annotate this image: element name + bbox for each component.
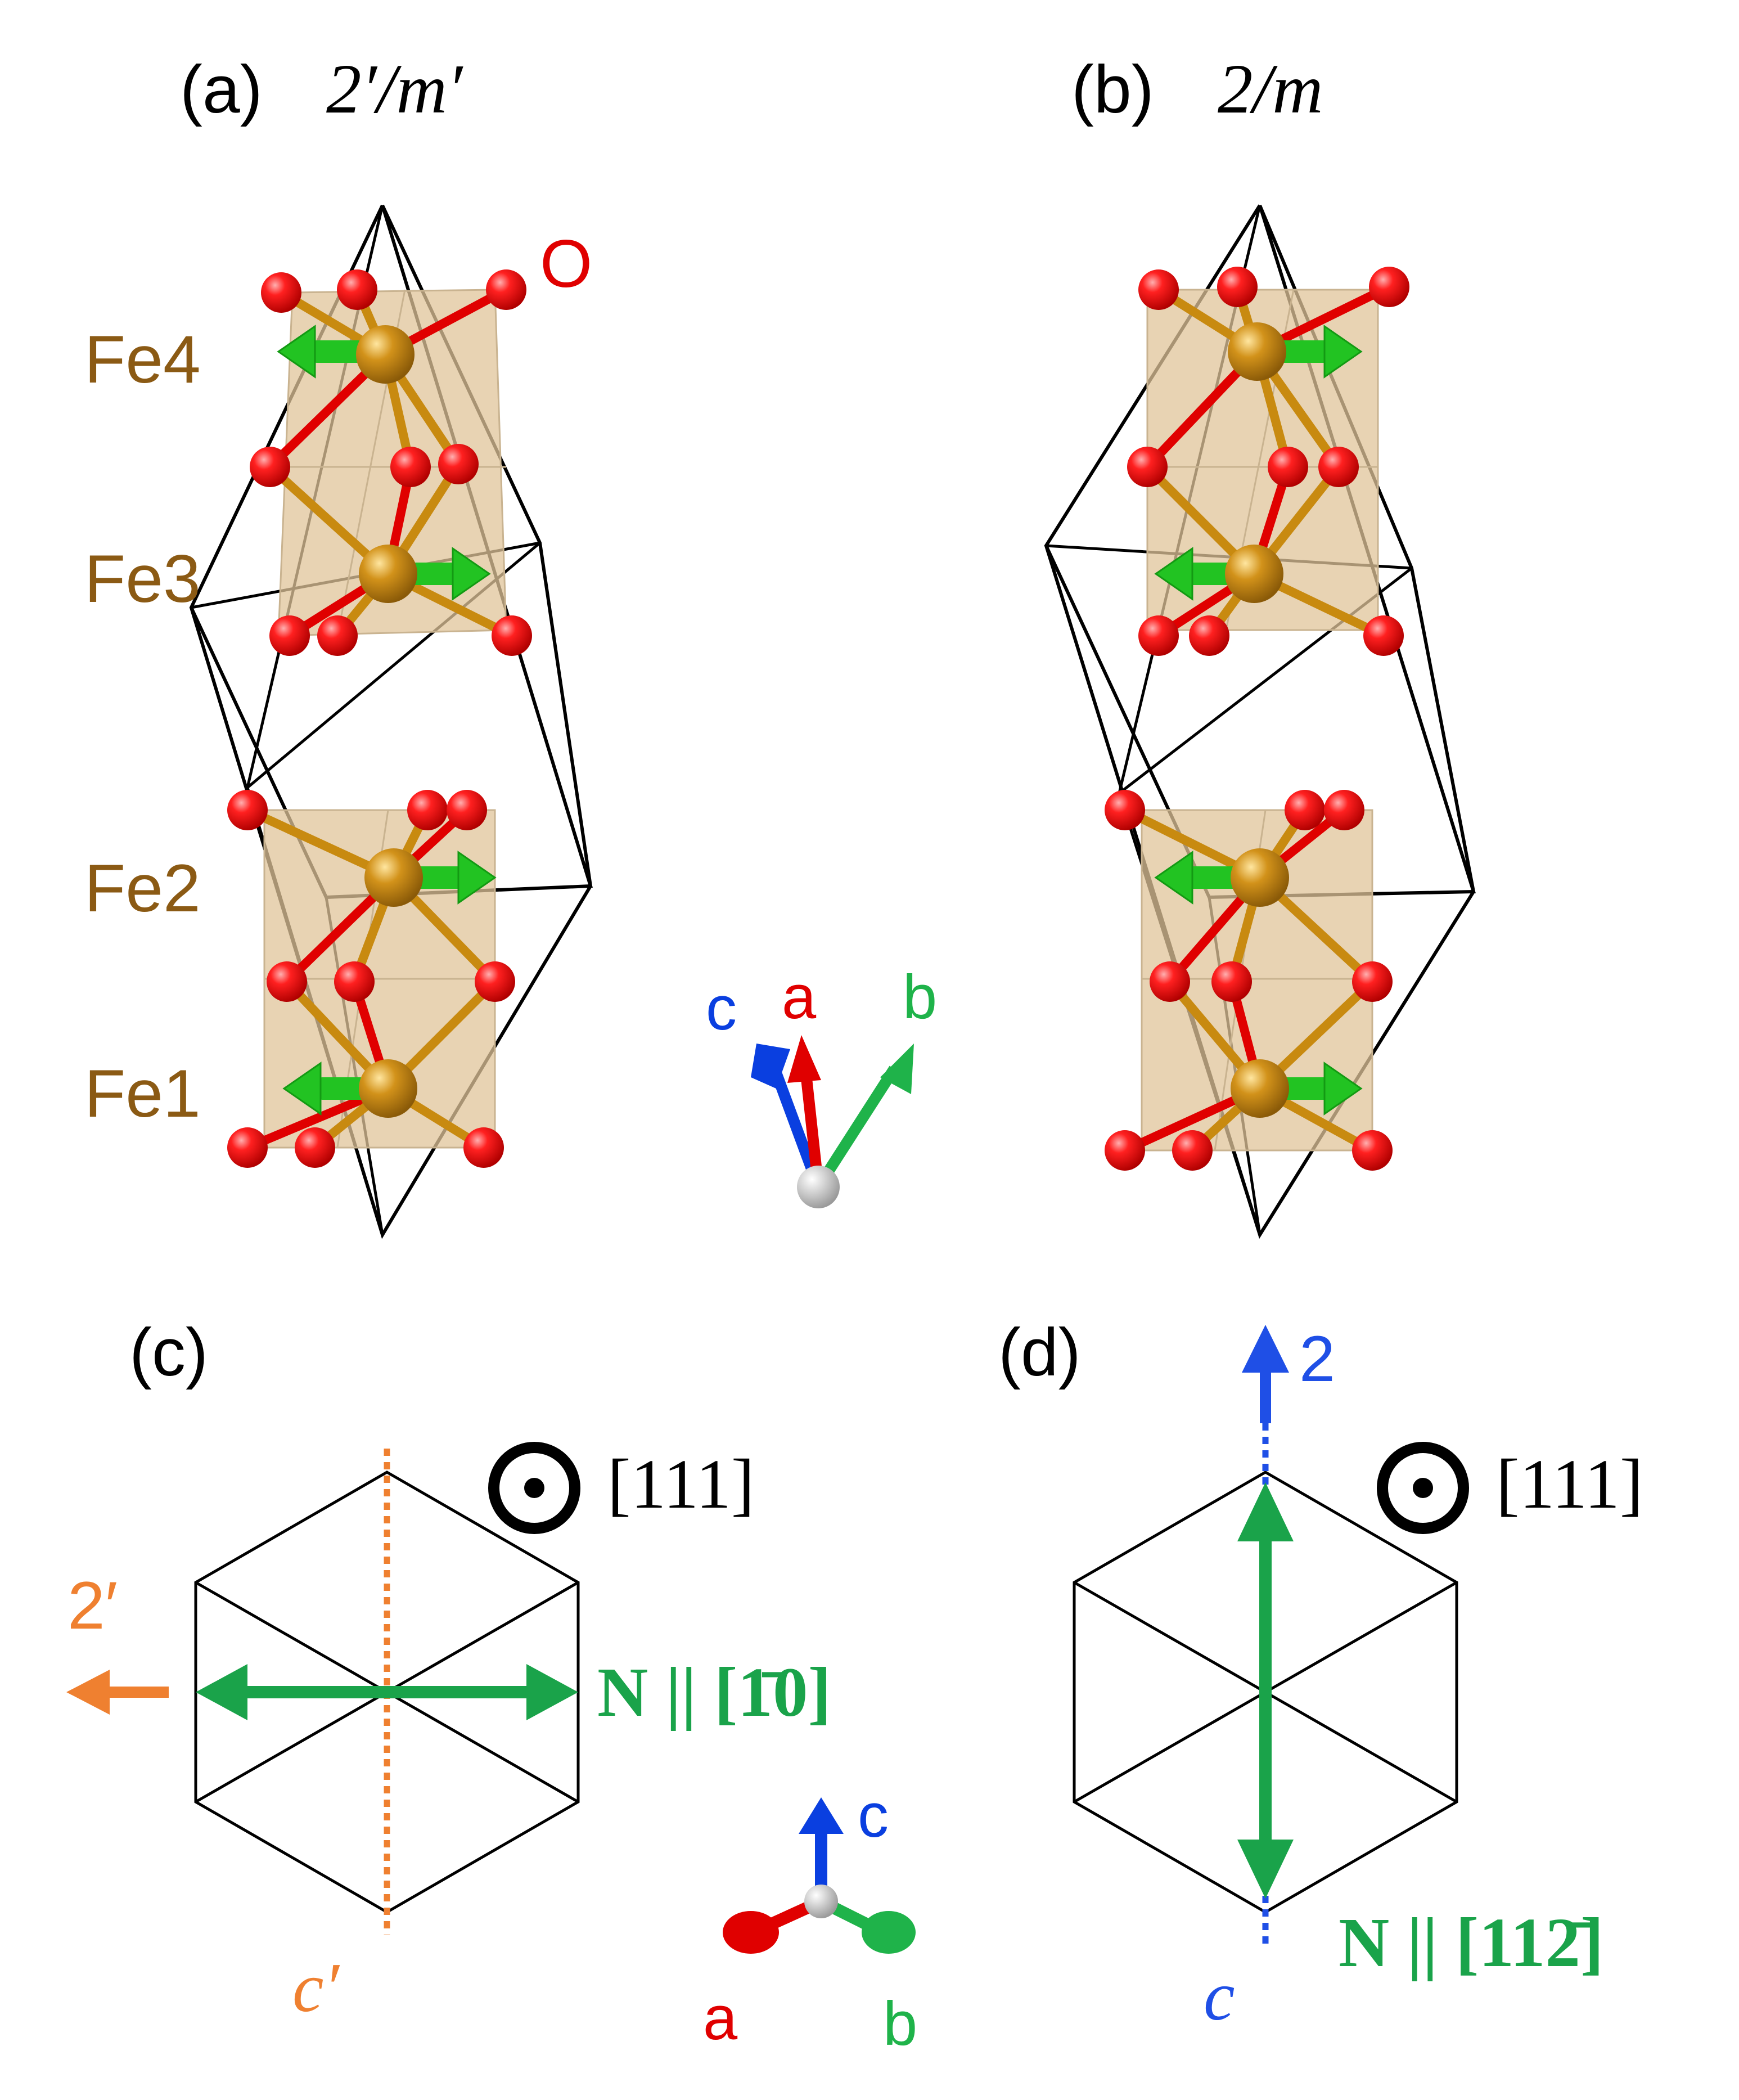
fe1-atom (359, 1059, 417, 1118)
axes-3d: c a b (706, 963, 937, 1208)
twofold-arrow-d (1242, 1325, 1289, 1423)
twofold-label-c: 2′ (67, 1568, 118, 1643)
iron-atoms-b (1225, 322, 1289, 1118)
mirror-label-c: c′ (292, 1949, 340, 2027)
panel-d: (d) [111] 2 c N || [112̄] (998, 1315, 1643, 2035)
panel-c: (c) [111] 2′ c′ N || [1̄0] (66, 1315, 831, 2027)
oxygen-atoms-b (1105, 267, 1409, 1171)
out-of-plane-dot-icon (488, 1442, 580, 1534)
axis-b-label: b (903, 963, 937, 1032)
n-label-c: N || [1̄0] (597, 1654, 831, 1732)
fe4-atom (356, 325, 415, 384)
fe1-label: Fe1 (84, 1056, 201, 1131)
triad-b-label: b (883, 1989, 917, 2058)
triad-a-label: a (703, 1984, 738, 2053)
iron-atoms-a (356, 325, 423, 1118)
axis-a-label: a (782, 963, 817, 1032)
panel-c-tag: (c) (129, 1315, 208, 1390)
panel-a-point-group: 2′/m′ (326, 51, 463, 128)
twofold-axis-c (66, 1670, 169, 1715)
hexagon-d (1073, 1471, 1458, 1914)
fe3-label: Fe3 (84, 541, 201, 617)
panel-b: (b) 2/m (1044, 51, 1476, 1239)
magnetic-moments-b (1154, 325, 1363, 1116)
n-label-d: N || [112̄] (1339, 1904, 1604, 1982)
fe3-atom (359, 545, 417, 603)
twofold-label-d: 2 (1299, 1323, 1335, 1395)
magnetic-moments-a (277, 325, 497, 1116)
view-direction-d (1377, 1442, 1469, 1534)
n-vector-c (196, 1664, 578, 1720)
panel-b-point-group: 2/m (1218, 51, 1323, 128)
view-direction-label-d: [111] (1496, 1446, 1643, 1523)
out-of-plane-dot-icon (1377, 1442, 1469, 1534)
n-vector-d (1237, 1482, 1294, 1899)
oxygen-atoms-a (227, 269, 532, 1168)
panel-b-tag: (b) (1071, 52, 1154, 127)
axis-c-label: c (706, 974, 737, 1043)
fe2-label: Fe2 (84, 851, 201, 926)
fe2-atom (364, 848, 423, 907)
oxygen-label: O (540, 226, 592, 302)
panel-d-tag: (d) (998, 1315, 1081, 1390)
panel-a-tag: (a) (180, 52, 263, 127)
mirror-label-d: c (1204, 1958, 1235, 2035)
fe4-label: Fe4 (84, 322, 201, 397)
triad-c-label: c (858, 1781, 889, 1850)
panel-a: (a) 2′/m′ (84, 51, 593, 1239)
axes-triad: c a b (703, 1781, 917, 2058)
view-direction-label-c: [111] (607, 1446, 754, 1523)
hexagon-c (194, 1471, 580, 1914)
view-direction-c (488, 1442, 580, 1534)
